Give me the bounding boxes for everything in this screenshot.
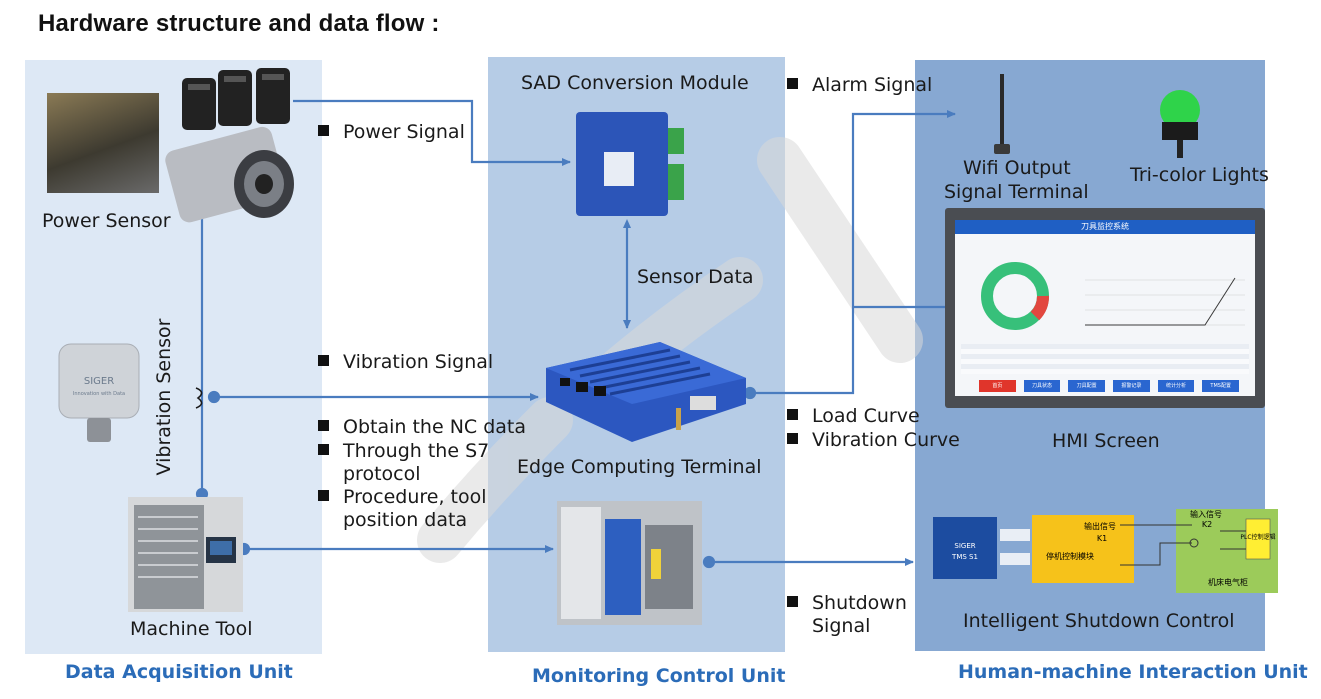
vibration-signal-item: Vibration Signal (318, 351, 493, 374)
in-signal-label: 输入信号 (1190, 509, 1222, 519)
shutdown-signal-label-line2: Signal (812, 615, 871, 637)
s7-label-line1: Through the S7 (343, 440, 490, 462)
hmi-button-0[interactable]: 首页 (979, 380, 1016, 392)
vibration-sensor-image: SIGER Innovation with Data (58, 343, 140, 442)
hmi-display: 刀具监控系统 首页刀具状态刀具配置报警记录统计分析 TMS配置 (955, 220, 1255, 396)
current-clamps-image (182, 68, 290, 130)
power-sensor-photo (47, 93, 159, 193)
plc-label: PLC控制逻辑 (1240, 533, 1275, 541)
vibration-sensor-label: Vibration Sensor (153, 318, 175, 476)
wifi-antenna-icon (994, 74, 1010, 154)
machine-tool-image (128, 497, 243, 612)
s7-label-line2: protocol (343, 463, 421, 485)
shutdown-control-diagram: SIGER TMS S1 输出信号 K1 停机控制模块 输入信号 K2 PLC控… (933, 509, 1278, 593)
wifi-terminal-label-line1: Wifi Output (963, 157, 1071, 179)
hmi-button-5[interactable]: TMS配置 (1202, 380, 1240, 392)
monitoring-control-unit-label: Monitoring Control Unit (532, 665, 786, 687)
hmi-donut-chart (981, 262, 1049, 330)
sad-module-label: SAD Conversion Module (521, 72, 749, 94)
procedure-label-line2: position data (343, 509, 468, 531)
k2-label: K2 (1202, 520, 1212, 529)
hmi-screen-image: 刀具监控系统 首页刀具状态刀具配置报警记录统计分析 TMS配置 (945, 208, 1265, 408)
vibration-signal-label: Vibration Signal (343, 351, 494, 373)
hmi-button-4[interactable]: 统计分析 (1157, 380, 1195, 392)
machine-tool-label: Machine Tool (130, 618, 253, 640)
page-title: Hardware structure and data flow : (38, 10, 440, 37)
module-label: 停机控制模块 (1046, 551, 1094, 561)
siger-sub-mark: Innovation with Data (73, 391, 125, 397)
out-signal-label: 输出信号 (1084, 521, 1116, 531)
tms-mark-2: TMS S1 (951, 553, 978, 561)
vibration-curve-item: Vibration Curve (787, 429, 960, 452)
wifi-terminal-label-line2: Signal Terminal (944, 181, 1089, 203)
hmi-line-chart (1085, 277, 1245, 326)
tms-mark-1: SIGER (954, 542, 975, 550)
sensor-data-label: Sensor Data (637, 266, 754, 288)
edge-terminal-label: Edge Computing Terminal (517, 456, 762, 478)
k1-label: K1 (1097, 534, 1107, 543)
load-curve-item: Load Curve (787, 405, 920, 428)
sad-module-image (576, 112, 684, 216)
nc-data-label: Obtain the NC data (343, 416, 527, 438)
hmi-table (961, 344, 1249, 374)
power-sensor-label: Power Sensor (42, 210, 171, 232)
hmi-button-1[interactable]: 刀具状态 (1023, 380, 1061, 392)
tri-color-label: Tri-color Lights (1130, 164, 1269, 186)
alarm-line (750, 110, 956, 395)
hmi-screen-label: HMI Screen (1052, 430, 1160, 452)
siger-mark: SIGER (84, 376, 114, 387)
edge-terminal-image (546, 342, 746, 442)
data-acquisition-unit-label: Data Acquisition Unit (65, 661, 293, 683)
power-signal-line (293, 99, 571, 166)
procedure-label-line1: Procedure, tool (343, 486, 487, 508)
load-curve-label: Load Curve (812, 405, 920, 427)
power-signal-label: Power Signal (343, 121, 465, 143)
alarm-signal-label: Alarm Signal (812, 74, 933, 96)
hmi-unit-label: Human-machine Interaction Unit (958, 661, 1308, 683)
hmi-button-3[interactable]: 报警记录 (1113, 380, 1150, 392)
vibration-curve-label: Vibration Curve (812, 429, 960, 451)
alarm-signal-item: Alarm Signal (787, 74, 932, 97)
shutdown-signal-label-line1: Shutdown (812, 592, 907, 614)
spindle-image (165, 126, 294, 223)
hmi-button-2[interactable]: 刀具配置 (1068, 380, 1106, 392)
shutdown-control-label: Intelligent Shutdown Control (963, 610, 1235, 632)
tri-color-light-icon (1160, 90, 1200, 158)
control-cabinet-image (557, 501, 702, 625)
power-signal-item: Power Signal (318, 121, 465, 144)
cabinet-label: 机床电气柜 (1208, 577, 1248, 587)
nc-data-item: Obtain the NC data (318, 416, 526, 439)
hmi-button-row: 首页刀具状态刀具配置报警记录统计分析 TMS配置 (979, 380, 1240, 392)
hmi-header-bar: 刀具监控系统 (955, 220, 1255, 234)
